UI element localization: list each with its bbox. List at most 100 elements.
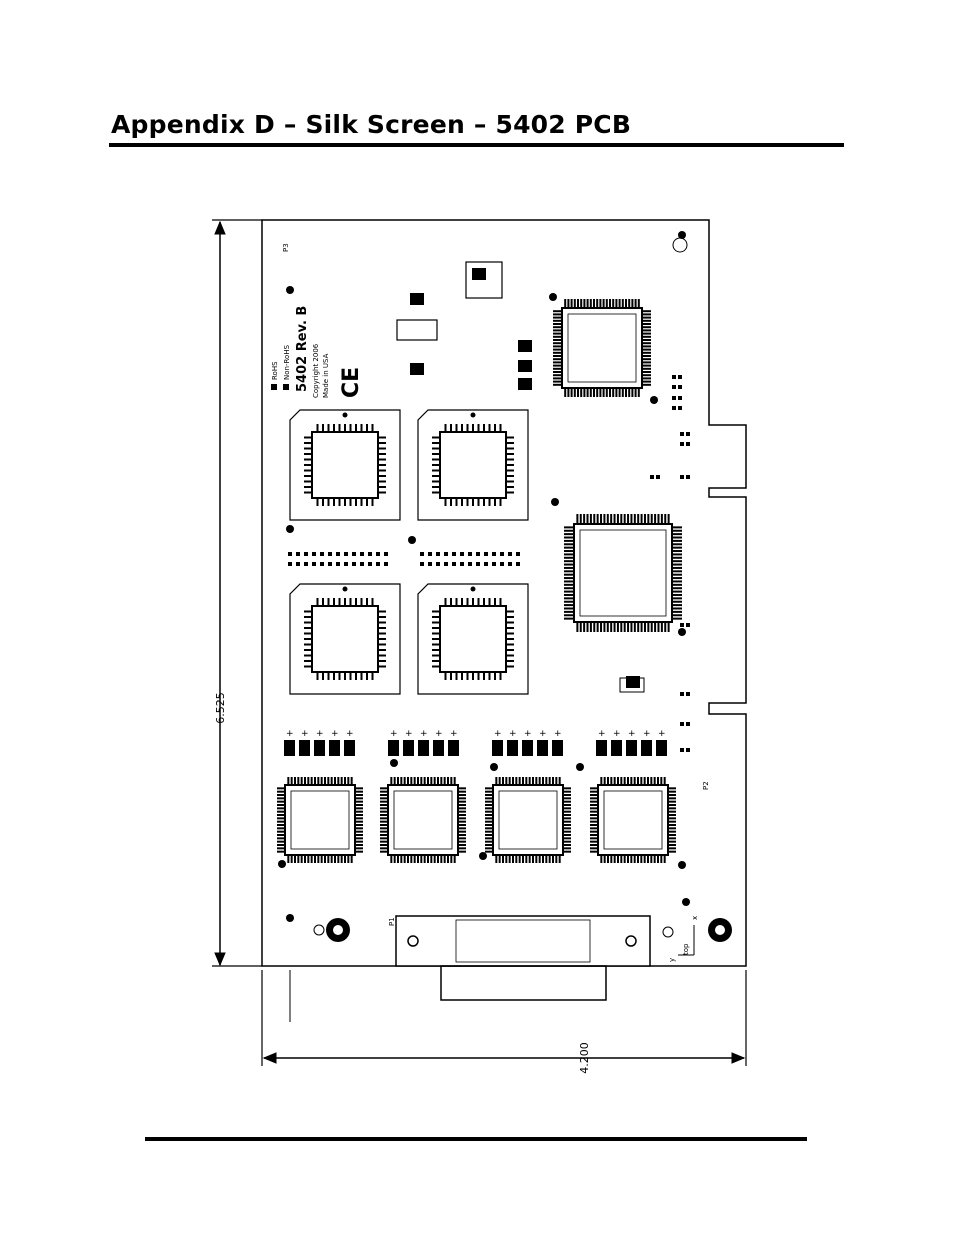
resistor-pad bbox=[368, 562, 372, 566]
resistor-pad bbox=[516, 562, 520, 566]
capacitor-pad bbox=[641, 740, 652, 756]
capacitor-pad bbox=[329, 740, 340, 756]
regulator-u12 bbox=[396, 319, 438, 341]
svg-text:+: + bbox=[598, 729, 606, 739]
resistor-pad bbox=[508, 562, 512, 566]
resistor-pad bbox=[328, 562, 332, 566]
passive-pad bbox=[686, 692, 690, 696]
fiducial bbox=[286, 914, 294, 922]
resistor-pad bbox=[460, 562, 464, 566]
svg-text:+: + bbox=[286, 729, 294, 739]
svg-text:+: + bbox=[613, 729, 621, 739]
capacitor-pad bbox=[388, 740, 399, 756]
svg-text:+: + bbox=[301, 729, 309, 739]
fiducial bbox=[678, 861, 686, 869]
svg-text:+: + bbox=[390, 729, 398, 739]
resistor-pad bbox=[468, 562, 472, 566]
qfp-transceiver bbox=[277, 777, 363, 863]
oscillator-u5 bbox=[619, 677, 645, 693]
resistor-pad bbox=[376, 552, 380, 556]
passive-pad bbox=[680, 692, 684, 696]
fiducial-marks bbox=[278, 231, 690, 922]
passive-pad bbox=[686, 623, 690, 627]
svg-text:+: + bbox=[435, 729, 443, 739]
resistor-pad bbox=[484, 552, 488, 556]
resistor-pad bbox=[344, 552, 348, 556]
height-dimension bbox=[212, 219, 262, 967]
width-dimension-label: 4.200 bbox=[578, 1042, 591, 1074]
resistor-pad bbox=[460, 552, 464, 556]
component-pad bbox=[518, 378, 532, 390]
non-rohs-label: Non-RoHS bbox=[283, 344, 291, 380]
component-pad bbox=[410, 363, 424, 375]
corner-label: P3 bbox=[282, 243, 290, 252]
fiducial bbox=[278, 860, 286, 868]
resistor-pad bbox=[336, 552, 340, 556]
heading-rule bbox=[109, 143, 844, 147]
capacitor-pad bbox=[284, 740, 295, 756]
component-pad bbox=[472, 268, 486, 280]
passive-pad bbox=[672, 396, 676, 400]
resistor-pad bbox=[452, 562, 456, 566]
passive-pad bbox=[678, 406, 682, 410]
svg-text:+: + bbox=[420, 729, 428, 739]
resistor-pad bbox=[476, 562, 480, 566]
qfp-transceiver bbox=[485, 777, 571, 863]
resistor-pad bbox=[376, 562, 380, 566]
resistor-pad bbox=[344, 562, 348, 566]
resistor-pad bbox=[312, 552, 316, 556]
resistor-pad bbox=[296, 562, 300, 566]
resistor-pad bbox=[352, 552, 356, 556]
fiducial bbox=[551, 498, 559, 506]
passive-pad bbox=[680, 623, 684, 627]
page-heading: Appendix D – Silk Screen – 5402 PCB bbox=[111, 110, 632, 139]
fiducial bbox=[650, 396, 658, 404]
fiducial bbox=[479, 852, 487, 860]
capacitor-pad bbox=[596, 740, 607, 756]
svg-text:+: + bbox=[509, 729, 517, 739]
capacitor-pad bbox=[626, 740, 637, 756]
passive-pad bbox=[686, 722, 690, 726]
resistor-pad bbox=[360, 552, 364, 556]
fiducial bbox=[286, 525, 294, 533]
small-components: ++++++++++++++++++++ bbox=[284, 261, 690, 756]
passive-pad bbox=[672, 406, 676, 410]
svg-text:+: + bbox=[524, 729, 532, 739]
component-pad bbox=[626, 676, 640, 688]
width-dimension bbox=[261, 970, 747, 1066]
plcc-chip bbox=[417, 583, 529, 695]
non-rohs-box bbox=[283, 384, 289, 390]
copyright-line: Copyright 2006 bbox=[312, 343, 320, 398]
passive-pad bbox=[678, 375, 682, 379]
height-dimension-label: 6.525 bbox=[214, 692, 227, 724]
resistor-pad bbox=[452, 552, 456, 556]
svg-text:+: + bbox=[331, 729, 339, 739]
resistor-pad bbox=[500, 552, 504, 556]
resistor-pad bbox=[428, 562, 432, 566]
capacitor-pad bbox=[611, 740, 622, 756]
resistor-pad bbox=[368, 552, 372, 556]
passive-pad bbox=[686, 475, 690, 479]
resistor-pad bbox=[288, 552, 292, 556]
capacitor-pad bbox=[656, 740, 667, 756]
connector-label: P1 bbox=[388, 917, 396, 926]
axis-label-y: y bbox=[668, 958, 676, 962]
fiducial bbox=[408, 536, 416, 544]
resistor-pad bbox=[492, 562, 496, 566]
capacitor-pad bbox=[552, 740, 563, 756]
resistor-pad bbox=[436, 552, 440, 556]
svg-text:+: + bbox=[554, 729, 562, 739]
resistor-pad bbox=[296, 552, 300, 556]
resistor-pad bbox=[312, 562, 316, 566]
resistor-pad bbox=[360, 562, 364, 566]
fiducial bbox=[678, 231, 686, 239]
capacitor-pad bbox=[403, 740, 414, 756]
fiducial bbox=[549, 293, 557, 301]
svg-text:+: + bbox=[643, 729, 651, 739]
svg-text:+: + bbox=[450, 729, 458, 739]
svg-text:+: + bbox=[405, 729, 413, 739]
qfp-transceiver bbox=[590, 777, 676, 863]
made-in-line: Made in USA bbox=[322, 353, 330, 398]
svg-text:+: + bbox=[346, 729, 354, 739]
svg-text:+: + bbox=[628, 729, 636, 739]
